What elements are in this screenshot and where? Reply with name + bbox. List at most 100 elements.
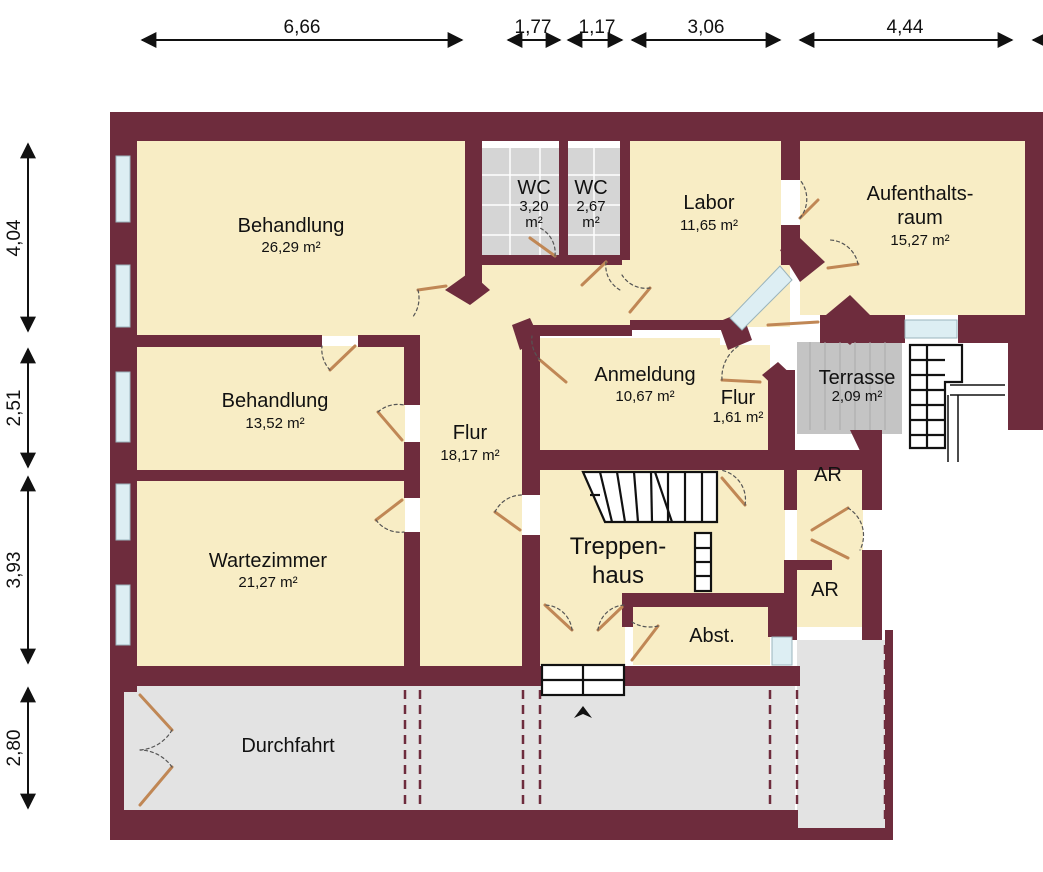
room-labor-name: Labor [683,192,734,214]
floor-wartezimmer [137,480,405,666]
wall-abst-right [768,607,797,637]
stairs [540,343,964,697]
room-flur-small-area: 1,61 m² [713,409,764,426]
dim-top-2: 1,77 [515,17,552,38]
room-wc-1-area: 3,20 [519,198,548,215]
wall-wartezimmer-bottom [110,666,800,686]
dim-left-1: 4,04 [4,219,25,256]
window-left-4 [115,483,131,541]
window-left-2 [115,264,131,328]
stair-main [581,470,719,524]
wall-flur-left-b [404,442,420,498]
floor-anmeldung [540,338,720,450]
dim-top-1: 6,66 [284,17,321,38]
room-aufenthaltsraum-name-2: raum [897,207,943,229]
wall-side-passage-right [885,630,893,840]
room-wc-1-unit: m² [525,214,543,231]
stair-vertical [693,531,713,593]
wall-diagonal-block-3 [820,295,875,345]
room-behandlung-2-name: Behandlung [222,390,329,412]
room-wc-1-name: WC [517,177,550,199]
outer-wall-bottom [110,810,798,840]
room-flur-main-area: 18,17 m² [440,447,499,464]
floor-ar [797,455,863,627]
room-wartezimmer-area: 21,27 m² [238,574,297,591]
floor-behandlung-1 [137,140,465,336]
room-anmeldung-area: 10,67 m² [615,388,674,405]
dim-top-4: 3,06 [688,17,725,38]
room-abst-name: Abst. [689,625,735,647]
room-behandlung-1-area: 26,29 m² [261,239,320,256]
wall-diagonal-block-2 [512,318,540,350]
room-labels: Behandlung 26,29 m² Behandlung 13,52 m² … [209,177,973,757]
dimension-lines [20,32,1043,810]
floor-behandlung-2 [137,346,405,470]
wall-labor-bottom [630,320,725,330]
room-wartezimmer-name: Wartezimmer [209,550,327,572]
wall-wc-divider [559,140,568,255]
room-durchfahrt-name: Durchfahrt [241,735,335,757]
room-labor-area: 11,65 m² [680,217,738,234]
wall-diagonal-block-4 [780,238,825,282]
room-aufenthaltsraum-name-1: Aufenthalts- [867,183,974,205]
entrance-arrow-icon [574,706,592,718]
walls [110,112,1043,840]
room-wc-2-name: WC [574,177,607,199]
wall-ar-left [784,450,797,510]
wall-wc-bottom [482,255,622,265]
wall-lower-mid [622,607,633,627]
wall-stair-bottom [622,593,797,607]
wall-diagonal-block-7 [850,430,882,455]
dim-left-3: 3,93 [4,552,25,589]
room-flur-main-name: Flur [453,422,488,444]
floor-wc-2 [568,148,628,255]
room-treppenhaus-name-2: haus [592,562,644,589]
room-treppenhaus-name-1: Treppen- [570,533,667,560]
stair-entrance [540,663,626,697]
dim-top-5: 4,44 [887,17,924,38]
floor-wc-1 [482,148,559,255]
room-anmeldung-name: Anmeldung [594,364,695,386]
wall-behandlung-right [465,140,482,290]
wall-ar-divider [797,560,832,570]
wall-side-passage-bottom [797,828,893,840]
wall-right-lower [1008,340,1043,430]
room-flur-small-name: Flur [721,387,756,409]
dim-top-3: 1,17 [579,17,616,38]
room-aufenthaltsraum-area: 15,27 m² [890,232,949,249]
room-terrasse-area: 2,09 m² [832,388,883,405]
wall-hall-mid [522,325,632,336]
room-wc-2-area: 2,67 [576,198,605,215]
room-ar-2-name: AR [811,579,839,601]
stair-terrace [908,343,964,450]
wall-aufenthalt-bottom-b [958,315,1025,343]
wc-tiles [482,148,620,255]
floor-lower-hall [540,600,625,665]
floor-areas [123,140,1025,828]
wall-flur-right-b [522,535,540,670]
room-terrasse-name: Terrasse [819,367,896,389]
wall-wc-right [620,140,630,260]
outer-wall-top [110,112,1043,141]
wall-labor-right [781,140,800,180]
wall-behandlung-bottom [137,335,322,347]
railing [947,384,1005,462]
floor-abst [633,607,770,665]
room-behandlung-1-name: Behandlung [238,215,345,237]
wall-diagonal-block-6 [762,362,795,392]
wall-diagonal-block [445,272,490,305]
window-terrace-top [904,319,958,339]
passage-pillars [403,645,887,825]
dim-left-2: 2,51 [4,390,25,427]
floor-aufenthaltsraum [800,140,1025,315]
room-ar-1-name: AR [814,464,842,486]
wall-ar-right-b [862,550,882,640]
window-left-5 [115,584,131,646]
dimension-labels: 6,66 1,77 1,17 3,06 4,44 4,04 2,51 3,93 … [4,17,924,766]
window-diagonal [729,265,793,331]
wall-flur-left-c [404,532,420,672]
floor-durchfahrt [123,685,795,811]
window-abst [771,636,793,666]
terrace-slats [809,342,886,430]
